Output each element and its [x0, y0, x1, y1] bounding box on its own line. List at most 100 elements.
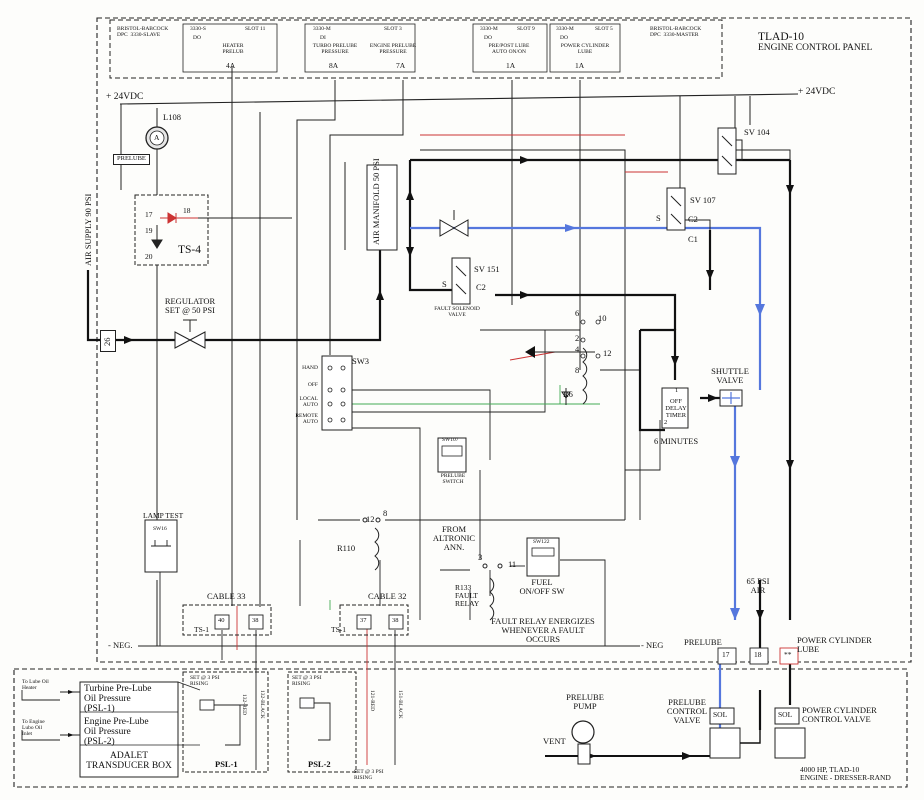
r110-pin-8: 8	[383, 508, 388, 518]
slot3-ch2: 7A	[396, 61, 406, 70]
slot11-channel: 4A	[226, 61, 236, 70]
slot3-ch1-desc: TURBO PRELUBE PRESSURE	[312, 43, 358, 55]
sv151-s: S	[442, 279, 447, 289]
slot3-ch2-desc: ENGINE PRELUBE PRESSURE	[369, 43, 417, 55]
slot3-type: DI	[320, 35, 326, 41]
cable33-label: CABLE 33	[207, 591, 246, 601]
to-engine-inlet: To Engine Lubo Oil Inlet	[22, 719, 45, 737]
ts4-term-19: 19	[145, 226, 153, 235]
r6-pin-2: 2	[575, 333, 580, 343]
sw3-pos-remote: REMOTE AUTO	[295, 413, 318, 425]
wire-132-red: 132-RED	[241, 694, 247, 716]
psl1-tag: PSL-1	[215, 759, 238, 769]
slot11-slot: SLOT 11	[245, 26, 266, 32]
lamp-test-label: LAMP TEST	[143, 511, 184, 520]
slot3-module: 3330-M	[313, 26, 331, 32]
cable32-label: CABLE 32	[368, 591, 407, 601]
wire-132-black: 132-BLACK	[259, 690, 265, 719]
ts4-term-20: 20	[145, 252, 153, 261]
ts4-term-18: 18	[183, 206, 191, 215]
cable32-ts: TS-1	[331, 625, 346, 634]
psl1-label: Turbine Pre-Lube Oil Pressure (PSL-1)	[84, 684, 152, 714]
prelube-term-label: PRELUBE	[684, 637, 722, 647]
fuel-switch-tag: SW122	[533, 539, 550, 545]
timer-pin1: 1	[675, 387, 679, 394]
sv107-s: S	[656, 213, 661, 223]
dpc-rack-border	[109, 19, 723, 79]
pump-label: PRELUBE PUMP	[566, 692, 604, 711]
ts4-name: TS-4	[178, 244, 201, 256]
prelube-switch-label: PRELUBE SWITCH	[440, 473, 466, 485]
psl2-label: Engine Pre-Lube Oil Pressure (PSL-2)	[84, 717, 149, 747]
altronic-label: FROM ALTRONIC ANN.	[432, 524, 476, 552]
vdc-left-label: + 24VDC	[106, 92, 144, 102]
r6-pin-6: 6	[575, 308, 580, 318]
psl2-setpoint: SET @ 3 PSI RISING	[292, 675, 322, 687]
timer-pin2: 2	[664, 419, 668, 426]
cable33-term-b: 38	[252, 617, 259, 624]
cable32-term-a: 37	[360, 617, 367, 624]
r133-pin-11: 11	[508, 559, 517, 569]
lamp-label: PRELUBE	[113, 154, 150, 165]
r133-pin-3: 3	[478, 552, 483, 562]
r110-pin-12: 12	[366, 514, 375, 524]
cable33-ts: TS-1	[194, 625, 209, 634]
air-manifold-label: AIR MANIFOLD 50 PSI	[371, 158, 381, 245]
term-18: 18	[754, 650, 762, 659]
pc-valve-sol: SOL	[778, 710, 793, 719]
sv151-label: SV 151	[474, 264, 500, 274]
slot9-desc: PRE/POST LUBE AUTO ON/ON	[488, 43, 530, 55]
slot5-module: 3330-M	[556, 26, 574, 32]
lamp-test-tag: SW16	[153, 526, 167, 532]
r133-label: R133 FAULT RELAY	[455, 583, 480, 608]
vdc-right-label: + 24VDC	[798, 87, 836, 97]
air65-label: 65 PSI AIR	[746, 576, 770, 595]
adalet-box-label: ADALET TRANSDUCER BOX	[86, 751, 172, 771]
air-terminal-number: 26	[102, 337, 112, 347]
slot5-slot: SLOT 5	[595, 26, 613, 32]
sv107-label: SV 107	[690, 195, 716, 205]
prelube-valve-sol: SOL	[713, 710, 728, 719]
regulator-label: REGULATOR SET @ 50 PSI	[164, 296, 216, 315]
air-terminal-box	[100, 330, 116, 352]
timer-time: 6 MINUTES	[654, 436, 699, 446]
neg-right-label: - NEG	[641, 640, 664, 650]
prelube-valve-label: PRELUBE CONTROL VALVE	[666, 697, 708, 725]
sv151-c2: C2	[476, 282, 486, 292]
shuttle-label: SHUTTLE VALVE	[711, 366, 749, 385]
prelube-switch-tag: SW107	[442, 437, 459, 443]
timer-label: OFF DELAY TIMER	[665, 398, 687, 419]
vent-label: VENT	[543, 736, 566, 746]
fuel-switch-label: FUEL ON/OFF SW	[519, 577, 565, 596]
cable-setpoint: SET @ 3 PSI RISING	[354, 769, 384, 781]
slot11-type: DO	[193, 35, 201, 41]
slot9-module: 3330-M	[480, 26, 498, 32]
sv104-label: SV 104	[744, 127, 770, 137]
sv151-desc: FAULT SOLENOID VALVE	[434, 306, 480, 318]
term-17: 17	[722, 650, 730, 659]
sw3-pos-hand: HAND	[302, 365, 318, 371]
sw3-label: SW3	[352, 356, 369, 366]
psl1-setpoint: SET @ 3 PSI RISING	[190, 675, 220, 687]
slot9-slot: SLOT 9	[517, 26, 535, 32]
slot9-type: DO	[484, 35, 492, 41]
slot5-type: DO	[560, 35, 568, 41]
r6-pin-4: 4	[575, 344, 580, 354]
r110-label: R110	[337, 543, 356, 553]
sv107-c1: C1	[688, 234, 698, 244]
slot5-desc: POWER CYLINDER LUBE	[560, 43, 610, 55]
slot11-module: 3330-S	[190, 26, 206, 32]
slot9-channel: 1A	[506, 61, 516, 70]
r6-pin-10: 10	[598, 313, 607, 323]
master-label: BRISTOL-BABCOCK DPC 3330-MASTER	[650, 26, 702, 38]
sw3-pos-local: LOCAL AUTO	[299, 396, 318, 408]
r6-label: R6	[563, 389, 573, 399]
slot11-desc: HEATER PRELUB	[222, 43, 244, 55]
panel-title-line1: TLAD-10	[758, 31, 804, 43]
term-xx: **	[784, 650, 792, 659]
panel-title-line2: ENGINE CONTROL PANEL	[758, 43, 873, 53]
wire-151-black: 151-BLACK	[397, 690, 403, 719]
cable32-term-b: 38	[392, 617, 399, 624]
